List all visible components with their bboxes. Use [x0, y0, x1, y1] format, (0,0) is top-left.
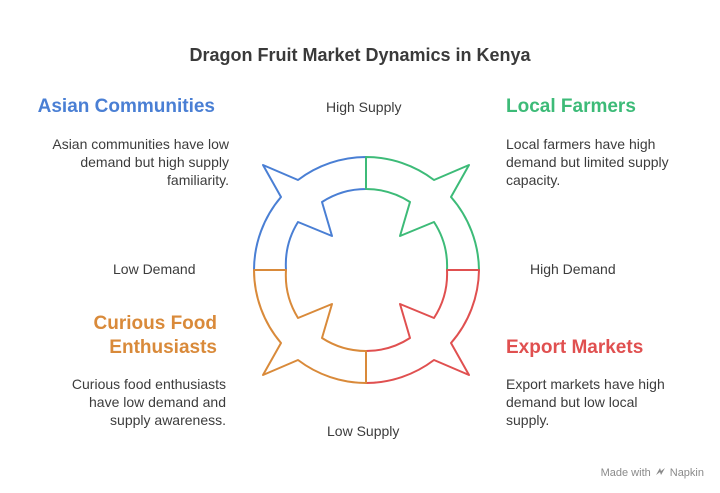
axis-label-top: High Supply	[326, 99, 402, 115]
description-line: Export markets have high	[506, 376, 665, 392]
quadrant-description-asian-communities: Asian communities have low demand but hi…	[52, 135, 229, 189]
description-line: demand but low local	[506, 394, 638, 410]
quadrant-title-curious-food-enthusiasts: Curious Food Enthusiasts	[94, 312, 217, 360]
description-line: supply awareness.	[110, 412, 226, 428]
segment-curious-food-enthusiasts	[253, 269, 367, 384]
description-line: supply.	[506, 412, 550, 428]
made-with-napkin-badge[interactable]: Made with Napkin	[601, 466, 704, 480]
segment-export-markets	[365, 269, 480, 384]
description-line: demand but high supply	[80, 154, 229, 170]
quadrant-title-asian-communities: Asian Communities	[37, 96, 215, 117]
branding-prefix: Made with	[600, 467, 651, 479]
quadrant-description-curious-food-enthusiasts: Curious food enthusiasts have low demand…	[72, 375, 226, 429]
segment-local-farmers	[365, 156, 480, 271]
axis-label-left: Low Demand	[113, 261, 196, 277]
axis-label-bottom: Low Supply	[327, 423, 400, 439]
description-line: familiarity.	[167, 172, 229, 188]
description-line: demand but limited supply	[506, 154, 669, 170]
title-line: Enthusiasts	[109, 337, 217, 358]
description-line: have low demand and	[89, 394, 226, 410]
title-line: Curious Food	[93, 313, 217, 334]
description-line: Asian communities have low	[52, 136, 229, 152]
quadrant-description-local-farmers: Local farmers have high demand but limit…	[506, 135, 669, 189]
description-line: capacity.	[506, 172, 561, 188]
quadrant-title-local-farmers: Local Farmers	[506, 96, 636, 117]
branding-name: Napkin	[669, 467, 704, 479]
description-line: Local farmers have high	[506, 136, 656, 152]
description-line: Curious food enthusiasts	[71, 376, 226, 392]
diagram-title: Dragon Fruit Market Dynamics in Kenya	[189, 45, 531, 65]
quadrant-description-export-markets: Export markets have high demand but low …	[506, 375, 665, 429]
quadrant-title-export-markets: Export Markets	[506, 337, 644, 358]
axis-label-right: High Demand	[530, 261, 616, 277]
segment-asian-communities	[253, 156, 367, 271]
napkin-logo-icon	[655, 466, 666, 480]
